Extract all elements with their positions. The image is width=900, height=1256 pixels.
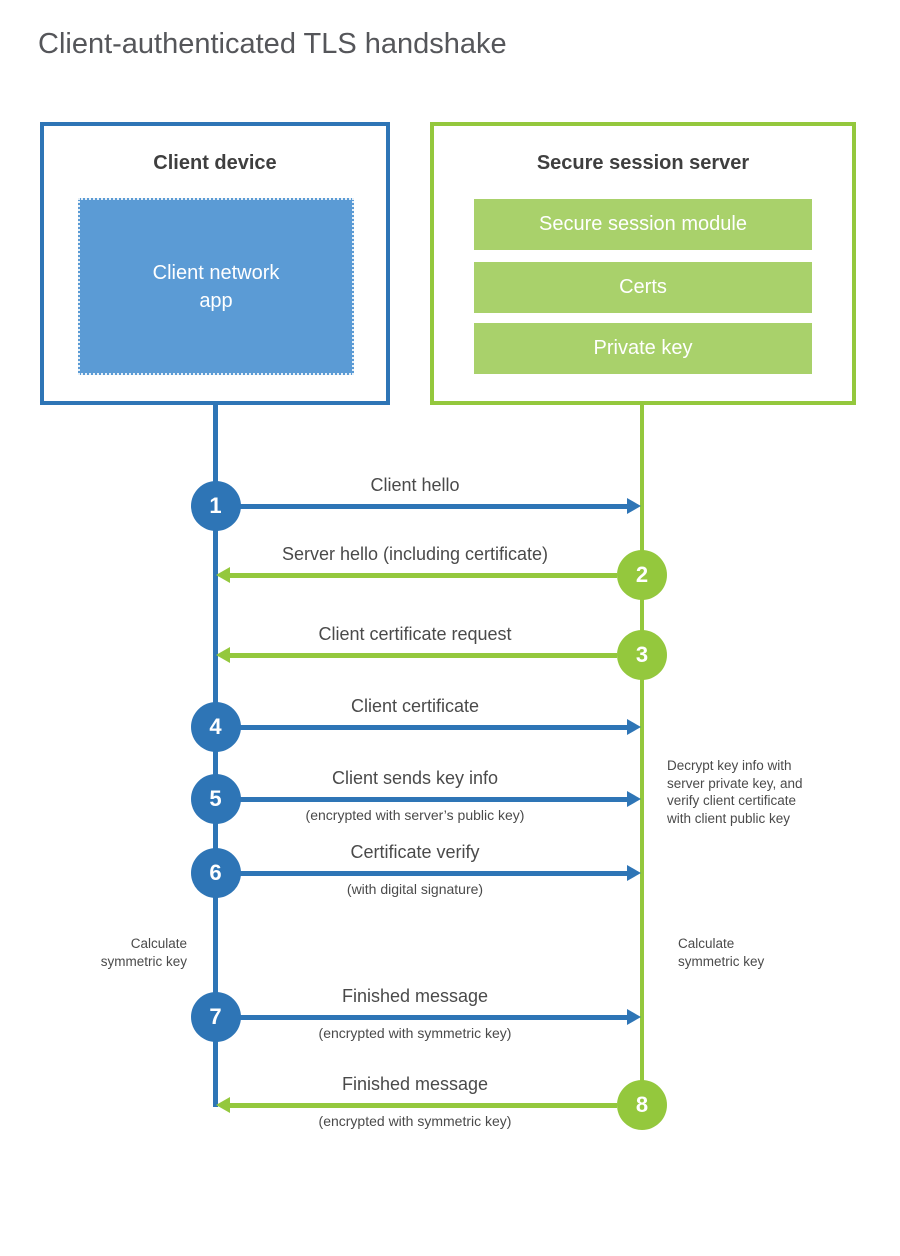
step-8-sublabel: (encrypted with symmetric key) (318, 1113, 512, 1129)
step-7-arrow (240, 1014, 628, 1020)
server-title: Secure session server (536, 152, 750, 174)
server-decrypt-note: Decrypt key info with server private key… (667, 758, 803, 826)
client-device-title: Client device (153, 152, 277, 174)
step-8-circle: 8 (617, 1080, 667, 1130)
step-2-label: Server hello (including certificate) (281, 544, 549, 564)
step-7-circle: 7 (190, 992, 241, 1042)
step-6-sublabel: (with digital signature) (346, 881, 484, 897)
step-8-number: 8 (635, 1092, 649, 1117)
step-5-arrow (240, 796, 628, 802)
step-4-label: Client certificate (350, 696, 480, 716)
step-4-number: 4 (209, 714, 222, 739)
client-network-app-box: Client network app (78, 198, 354, 375)
step-2-arrowhead-icon (216, 567, 230, 583)
client-calculate-key-note: Calculate symmetric key (100, 936, 187, 969)
step-5-label: Client sends key info (331, 768, 499, 788)
step-2-arrow (230, 572, 617, 578)
step-2-circle: 2 (617, 550, 667, 600)
step-7-arrowhead-icon (627, 1009, 641, 1025)
step-8-label: Finished message (341, 1074, 489, 1094)
step-6-number: 6 (209, 860, 222, 885)
step-6-arrow (240, 870, 628, 876)
step-8-arrowhead-icon (216, 1097, 230, 1113)
step-7-number: 7 (209, 1004, 222, 1029)
step-7-sublabel: (encrypted with symmetric key) (318, 1025, 512, 1041)
step-7-label: Finished message (341, 986, 489, 1006)
step-5-number: 5 (209, 786, 222, 811)
step-1-circle: 1 (190, 481, 241, 531)
server-lifeline (640, 405, 644, 1107)
server-module-secure-session: Secure session module (474, 199, 812, 250)
step-3-circle: 3 (617, 630, 667, 680)
step-6-circle: 6 (190, 848, 241, 898)
step-3-label: Client certificate request (318, 624, 512, 644)
step-1-label: Client hello (370, 475, 460, 495)
server-box: Secure session server Secure session mod… (430, 122, 856, 405)
page-title: Client-authenticated TLS handshake (38, 28, 507, 60)
step-1-number: 1 (209, 493, 222, 518)
step-6-arrowhead-icon (627, 865, 641, 881)
server-calculate-key-note: Calculate symmetric key (678, 936, 765, 969)
client-lifeline (213, 405, 218, 1107)
step-3-number: 3 (635, 642, 649, 667)
client-device-box: Client device Client network app (40, 122, 390, 405)
step-6-label: Certificate verify (350, 842, 480, 862)
step-4-circle: 4 (190, 702, 241, 752)
step-3-arrow (230, 652, 617, 658)
step-1-arrowhead-icon (627, 498, 641, 514)
step-4-arrow (240, 724, 628, 730)
step-5-arrowhead-icon (627, 791, 641, 807)
server-module-certs: Certs (474, 262, 812, 313)
step-1-arrow (240, 503, 628, 509)
step-4-arrowhead-icon (627, 719, 641, 735)
server-module-private-key: Private key (474, 323, 812, 374)
step-3-arrowhead-icon (216, 647, 230, 663)
step-5-sublabel: (encrypted with server’s public key) (305, 807, 525, 823)
step-5-circle: 5 (190, 774, 241, 824)
step-2-number: 2 (635, 562, 649, 587)
step-8-arrow (230, 1102, 617, 1108)
